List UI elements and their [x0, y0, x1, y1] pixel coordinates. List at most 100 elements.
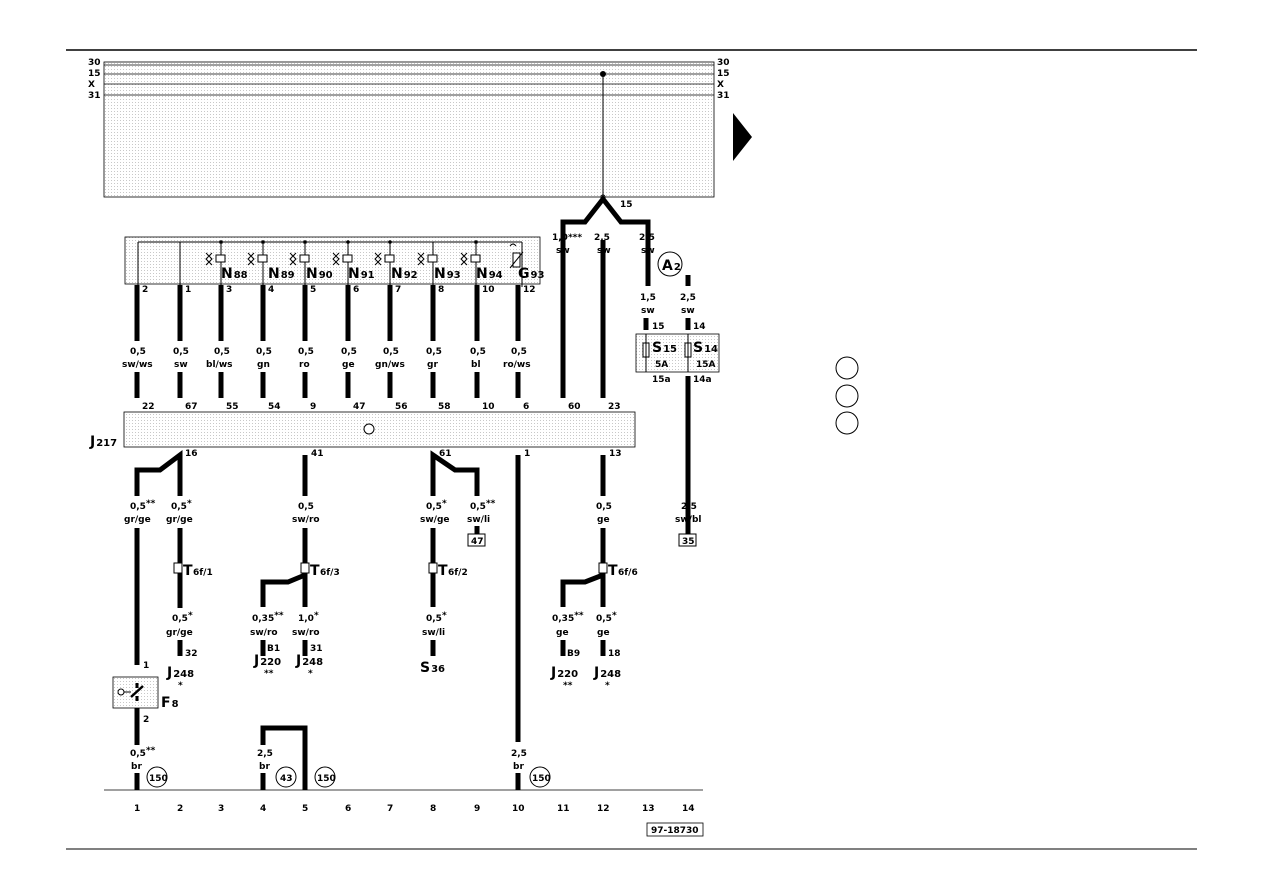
c11b-pin: B9 — [567, 649, 580, 659]
valve-wire-size-10: 0,5 — [511, 347, 527, 357]
c12b-color: ge — [597, 628, 610, 638]
solenoid-n93-icon — [417, 242, 438, 287]
column-number-4: 4 — [260, 804, 266, 814]
ref-47: 47 — [471, 537, 484, 547]
valve-wire-size-2: 0,5 — [173, 347, 189, 357]
rail-label-15-left: 15 — [88, 69, 101, 79]
solenoid-symbols — [205, 240, 524, 287]
valve-pin-4: 4 — [268, 285, 274, 295]
valve-pin-2: 1 — [185, 285, 191, 295]
column-number-12: 12 — [597, 804, 610, 814]
column-number-10: 10 — [512, 804, 525, 814]
j217-top-pin-6: 47 — [353, 402, 366, 412]
connector-t6f2-label: 6f/2 — [448, 568, 468, 578]
c8-size: 0,5* — [426, 499, 447, 512]
s15-wire-size: 1,5 — [640, 293, 656, 303]
supply-size-col12: 2,5 — [594, 233, 610, 243]
fuse-s14-icon — [684, 334, 692, 372]
s15-out-pin: 15a — [652, 375, 671, 385]
supply-size-col11: 1,0*** — [552, 233, 582, 243]
column-number-11: 11 — [557, 804, 570, 814]
wire-t6f6-fork — [560, 572, 604, 607]
sensor-g93-icon — [509, 243, 524, 269]
c5-size: 0,5 — [298, 502, 314, 512]
c5b-pin: 31 — [310, 644, 323, 654]
valve-pin-3: 3 — [226, 285, 232, 295]
star-j248-b: * — [308, 669, 313, 679]
c12-size: 0,5 — [596, 502, 612, 512]
solenoid-n90-icon — [289, 240, 310, 287]
j217-top-pin-4: 54 — [268, 402, 281, 412]
valve-wire-group: 20,5sw/ws10,5sw30,5bl/ws40,5gn50,5ro60,5… — [122, 285, 536, 398]
s14-wire-color: sw — [681, 306, 695, 316]
column-number-9: 9 — [474, 804, 480, 814]
doc-id: 97-18730 — [651, 826, 699, 836]
j217-bottom-pin-16: 16 — [185, 449, 198, 459]
label-s15: S15 — [652, 340, 677, 356]
label-j220-a: J220 — [253, 653, 281, 669]
solenoid-n92-icon — [374, 240, 395, 287]
rail-label-x-left: X — [88, 80, 95, 90]
ground-ref-150-c — [529, 766, 551, 788]
valve-wire-size-7: 0,5 — [383, 347, 399, 357]
rail-label-31-right: 31 — [717, 91, 730, 101]
c2b-size: 0,5* — [172, 611, 193, 624]
c11b-color: ge — [556, 628, 569, 638]
column-number-2: 2 — [177, 804, 183, 814]
j217-top-pin-12: 23 — [608, 402, 621, 412]
j217-top-pin-1: 22 — [142, 402, 155, 412]
wire-pin16-fork — [134, 450, 183, 496]
valve-pin-6: 6 — [353, 285, 359, 295]
c2b-color: gr/ge — [166, 628, 193, 638]
valve-wire-color-5: ro — [299, 360, 310, 370]
s15-in-pin: 15 — [652, 322, 665, 332]
power-rail-area — [103, 61, 715, 198]
wire-pin61-fork — [430, 450, 480, 496]
column-number-14: 14 — [682, 804, 695, 814]
j217-bottom-pin-61: 61 — [439, 449, 452, 459]
j217-top-pin-9: 10 — [482, 402, 495, 412]
ground-ref-43 — [275, 766, 297, 788]
c4b-size: 0,35** — [252, 611, 284, 624]
valve-wire-size-4: 0,5 — [256, 347, 272, 357]
s14-out-pin: 14a — [693, 375, 712, 385]
valve-pin-10: 12 — [523, 285, 536, 295]
c12b-pin: 18 — [608, 649, 621, 659]
label-n92: N92 — [391, 266, 418, 282]
s14-rating: 15A — [696, 360, 716, 370]
label-g93: G93 — [518, 266, 544, 282]
ref-150-a: 150 — [149, 774, 168, 784]
c12b-size: 0,5* — [596, 611, 617, 624]
valve-pin-9: 10 — [482, 285, 495, 295]
ref-35: 35 — [682, 537, 695, 547]
continuation-arrow-icon — [733, 113, 752, 161]
c2-size: 0,5* — [171, 499, 192, 512]
svg-text:T: T — [608, 563, 618, 579]
g10-color: br — [513, 762, 524, 772]
g1-size: 0,5** — [130, 746, 156, 759]
c1-color: gr/ge — [124, 515, 151, 525]
s15-rating: 5A — [655, 360, 668, 370]
supply-color-col12: sw — [597, 246, 611, 256]
valve-wire-size-9: 0,5 — [470, 347, 486, 357]
ref-box-47 — [467, 533, 486, 547]
j217-top-pin-3: 55 — [226, 402, 239, 412]
ref-43: 43 — [280, 774, 293, 784]
label-j217: J217 — [89, 434, 117, 450]
g1-color: br — [131, 762, 142, 772]
j217-bottom-pin-13: 13 — [609, 449, 622, 459]
c4b-pin: B1 — [267, 644, 280, 654]
connector-t6f3: T 6f/3 — [300, 562, 340, 579]
f8-pin-1: 1 — [143, 661, 149, 671]
rail-label-30-right: 30 — [717, 58, 730, 68]
column-number-1: 1 — [134, 804, 140, 814]
f8-pin-2: 2 — [143, 715, 149, 725]
rail-label-30-left: 30 — [88, 58, 101, 68]
star-j220-b: ** — [563, 681, 573, 691]
rail-label-31-left: 31 — [88, 91, 101, 101]
column-number-7: 7 — [387, 804, 393, 814]
valve-wire-size-6: 0,5 — [341, 347, 357, 357]
valve-wire-size-5: 0,5 — [298, 347, 314, 357]
